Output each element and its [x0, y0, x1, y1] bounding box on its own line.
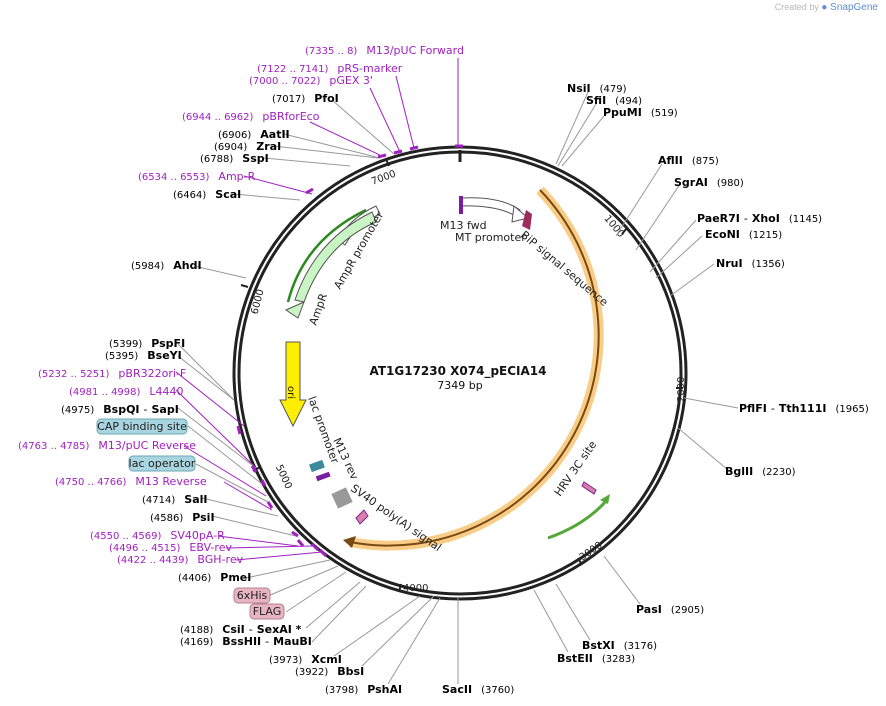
enzyme-label-bsshii-maubi: (4169)BssHII-MauBI [180, 635, 312, 648]
sv40-pink-marks [355, 509, 369, 525]
enzyme-label-sgrai: SgrAI(980) [674, 176, 744, 189]
enzyme-label-bstxi: BstXI(3176) [582, 639, 657, 652]
left-leader-lines [175, 58, 459, 643]
cds-feature-core [349, 189, 600, 547]
lac-operator-box [128, 455, 196, 472]
enzyme-label-paer7i-xhoi: PaeR7I-XhoI(1145) [697, 212, 822, 225]
6xhis-tag-label: 6xHis [237, 589, 268, 602]
primer-label-m13-puc-forward: (7335 .. 8)M13/pUC Forward [305, 44, 464, 57]
enzyme-label-sspi: (6788)SspI [200, 152, 269, 165]
ampr-arrowhead [284, 301, 305, 319]
enzyme-label-bseyi: (5395)BseYI [105, 349, 182, 362]
tick-3000: 3000 [578, 540, 605, 564]
enzyme-label-sfii: SfiI(494) [586, 94, 642, 107]
flag-tag-box [249, 603, 285, 620]
tick-2000: 2000 [676, 377, 687, 402]
enzyme-label-sacii: SacII(3760) [442, 683, 514, 696]
hrv-green-arc[interactable] [547, 499, 609, 540]
m13-fwd-label: M13 fwd [440, 219, 487, 232]
tick-4000: 4000 [403, 583, 428, 594]
ampr-arrow[interactable] [294, 211, 377, 303]
primer-label-m13-puc-reverse: (4763 .. 4785)M13/pUC Reverse [18, 439, 196, 452]
credit-brand: SnapGene [830, 2, 878, 13]
primer-label-sv40pa-r: (4550 .. 4569)SV40pA-R [90, 529, 225, 542]
primer-label-amp-r: (6534 .. 6553)Amp-R [138, 170, 256, 183]
hrv-arrowhead [600, 494, 610, 504]
primer-label-prs-marker: (7122 .. 7141)pRS-marker [257, 62, 403, 75]
enzyme-label-nsii: NsiI(479) [567, 82, 627, 95]
enzyme-label-pfoi: (7017)PfoI [272, 92, 339, 105]
tick-7000: 7000 [370, 169, 398, 188]
ori-label: ori [285, 386, 296, 399]
primer-marks [236, 144, 463, 558]
enzyme-label-pmei: (4406)PmeI [178, 571, 251, 584]
lac-features-cluster[interactable] [309, 459, 325, 473]
enzyme-label-pasi: PasI(2905) [636, 603, 704, 616]
bip-label: BiP signal sequence [518, 228, 611, 309]
enzyme-label-bspqi-sapi: (4975)BspQI-SapI [61, 403, 179, 416]
bottom-enzyme-labels: SacII(3760) (3798)PshAI (3922)BbsI (3973… [269, 653, 514, 696]
primer-label-pbr322ori-f: (5232 .. 5251)pBR322ori-F [38, 367, 186, 380]
enzyme-label-csii-sexai: (4188)CsiI-SexAI * [180, 623, 302, 636]
enzyme-label-aatii: (6906)AatII [218, 128, 290, 141]
credit-prefix: Created by [774, 2, 819, 12]
lac-operator-label: lac operator [129, 457, 196, 470]
plasmid-length: 7349 bp [437, 379, 482, 392]
cap-binding-site-label: CAP binding site [97, 420, 187, 433]
enzyme-label-zrai: (6904)ZraI [214, 140, 281, 153]
created-by-credit: Created by ● SnapGene [775, 2, 878, 13]
primer-label-l4440: (4981 .. 4998)L4440 [69, 385, 184, 398]
primer-label-m13-reverse: (4750 .. 4766)M13 Reverse [55, 475, 207, 488]
sv40-polya-box[interactable] [331, 487, 353, 509]
primer-label-pbrforeco: (6944 .. 6962)pBRforEco [182, 110, 320, 123]
primer-label-pgex3: (7000 .. 7022)pGEX 3' [249, 74, 373, 87]
enzyme-label-nrui: NruI(1356) [716, 257, 785, 270]
enzyme-label-bsteii: BstEII(3283) [557, 652, 635, 665]
mt-promoter-arrow[interactable] [461, 197, 521, 217]
ampr-label: AmpR [307, 291, 331, 327]
mt-promoter-label: MT promoter [455, 231, 526, 244]
primer-label-ebv-rev: (4496 .. 4515)EBV-rev [109, 541, 232, 554]
primer-label-bgh-rev: (4422 .. 4439)BGH-rev [117, 553, 244, 566]
enzyme-label-pshai: (3798)PshAI [325, 683, 402, 696]
right-leader-lines [333, 91, 739, 685]
enzyme-label-sali: (4714)SalI [142, 493, 207, 506]
enzyme-label-pspfi: (5399)PspFI [109, 337, 185, 350]
enzyme-label-psii: (4586)PsiI [150, 511, 215, 524]
enzyme-label-ahdi: (5984)AhdI [131, 259, 202, 272]
tick-5000: 5000 [273, 463, 294, 491]
lac-promoter-label: lac promoter [305, 395, 341, 466]
ori-arrow[interactable] [279, 341, 307, 428]
hrv-site-marker [581, 481, 597, 495]
enzyme-label-xcmi: (3973)XcmI [269, 653, 342, 666]
snapgene-logo: ● SnapGene [821, 2, 878, 13]
bip-signal-arrow[interactable] [522, 210, 532, 230]
ampr-dark-line [286, 208, 367, 303]
left-labels: (7335 .. 8)M13/pUC Forward (7122 .. 7141… [18, 44, 464, 648]
enzyme-label-bglii: BglII(2230) [725, 465, 796, 478]
enzyme-label-pflfi-tth111i: PflFI-Tth111I(1965) [739, 402, 869, 415]
enzyme-label-scai: (6464)ScaI [173, 188, 241, 201]
m13-rev-primer-mark [315, 471, 331, 482]
enzyme-label-econi: EcoNI(1215) [705, 228, 782, 241]
right-enzyme-labels: NsiI(479) SfiI(494) PpuMI(519) AflII(875… [557, 82, 869, 665]
plasmid-title: AT1G17230 X074_pECIA14 [369, 364, 546, 379]
6xhis-tag-box [233, 587, 271, 604]
cds-arrowhead [343, 536, 356, 548]
enzyme-label-aflii: AflII(875) [658, 154, 719, 167]
enzyme-label-ppumi: PpuMI(519) [603, 106, 678, 119]
tick-6000: 6000 [249, 288, 266, 315]
cap-binding-site-box [96, 418, 188, 435]
flag-tag-label: FLAG [253, 605, 282, 618]
enzyme-label-bbsi: (3922)BbsI [295, 665, 364, 678]
